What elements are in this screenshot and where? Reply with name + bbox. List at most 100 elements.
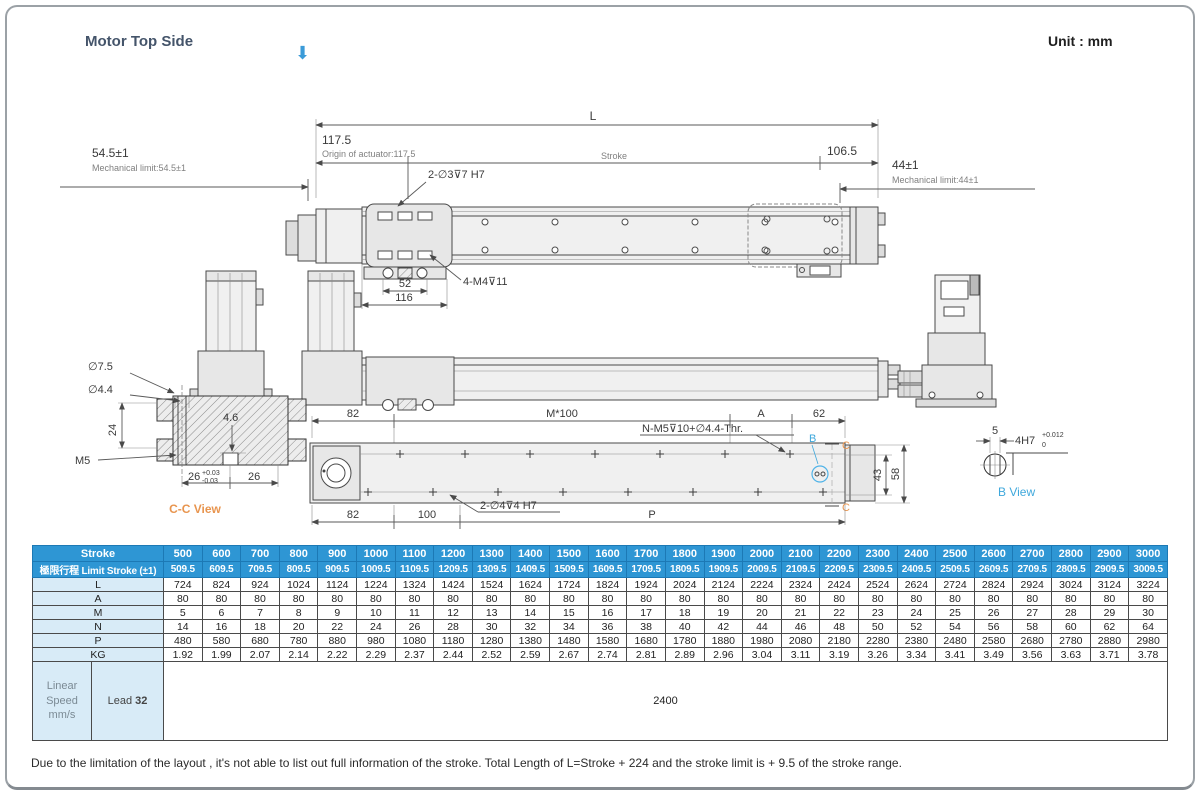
- limit-stroke-value-cell: 1409.5: [510, 561, 551, 578]
- table-cell: 26: [394, 619, 435, 634]
- limit-stroke-value-cell: 1909.5: [703, 561, 744, 578]
- carriage-side-view: [365, 356, 455, 406]
- cc-section-view: ∅7.5 ∅4.4 24 M5 4.6 26 +0.03 -0.03 26 C-…: [75, 361, 307, 516]
- limit-stroke-value-cell: 609.5: [201, 561, 242, 578]
- table-cell: 25: [935, 605, 975, 620]
- row-label-cell: N: [32, 619, 164, 634]
- table-cell: 20: [278, 619, 319, 634]
- footnote: Due to the limitation of the layout , it…: [31, 756, 902, 770]
- table-cell: 29: [1089, 605, 1130, 620]
- limit-stroke-value-cell: 2309.5: [857, 561, 898, 578]
- table-cell: 2324: [780, 577, 821, 592]
- table-cell: 13: [471, 605, 512, 620]
- motor-right: [897, 274, 997, 408]
- table-cell: 19: [703, 605, 744, 620]
- table-cell: 2180: [819, 633, 859, 648]
- stroke-value-cell: 1700: [626, 545, 666, 562]
- table-cell: 1880: [703, 633, 744, 648]
- stroke-value-cell: 1400: [510, 545, 551, 562]
- stroke-value-cell: 1100: [394, 545, 435, 562]
- table-cell: 23: [857, 605, 898, 620]
- table-cell: 48: [819, 619, 859, 634]
- table-cell: 22: [819, 605, 859, 620]
- table-cell: 2480: [935, 633, 975, 648]
- row-label-cell: M: [32, 605, 164, 620]
- table-cell: 2724: [935, 577, 975, 592]
- table-cell: 3.78: [1128, 647, 1168, 662]
- table-cell: 1324: [394, 577, 435, 592]
- dim-4h7-label: 4H7: [1015, 435, 1035, 447]
- table-cell: 2.22: [317, 647, 358, 662]
- table-cell: 80: [1128, 591, 1168, 606]
- stroke-value-cell: 1600: [587, 545, 628, 562]
- table-cell: 3.56: [1012, 647, 1053, 662]
- stroke-value-cell: 2800: [1051, 545, 1091, 562]
- table-cell: 80: [278, 591, 319, 606]
- mech-limit-left-value: 54.5±1: [92, 146, 129, 160]
- table-cell: 780: [278, 633, 319, 648]
- table-cell: 3.71: [1089, 647, 1130, 662]
- limit-stroke-value-cell: 709.5: [240, 561, 280, 578]
- limit-stroke-value-cell: 509.5: [163, 561, 203, 578]
- lead-value: 32: [135, 695, 148, 707]
- table-cell: 62: [1089, 619, 1130, 634]
- table-cell: 3.11: [780, 647, 821, 662]
- table-cell: 24: [356, 619, 396, 634]
- pin-hole-callout: 2-∅3⊽7 H7: [428, 169, 485, 181]
- table-cell: 42: [703, 619, 744, 634]
- dim-100-label: 100: [418, 509, 436, 521]
- table-cell: 2.81: [626, 647, 666, 662]
- speed-value-cell: 2400: [163, 661, 1168, 741]
- limit-stroke-value-cell: 2109.5: [780, 561, 821, 578]
- table-cell: 2080: [780, 633, 821, 648]
- thread-callout-bottom: N-M5⊽10+∅4.4-Thr.: [642, 423, 743, 435]
- dim-43-label: 43: [872, 469, 884, 481]
- table-cell: 580: [201, 633, 242, 648]
- dia-7-5-label: ∅7.5: [88, 361, 113, 373]
- table-cell: 1080: [394, 633, 435, 648]
- limit-stroke-value-cell: 2909.5: [1089, 561, 1130, 578]
- limit-stroke-value-cell: 1209.5: [433, 561, 473, 578]
- stroke-value-cell: 2300: [857, 545, 898, 562]
- table-cell: 1224: [356, 577, 396, 592]
- table-cell: 1580: [587, 633, 628, 648]
- table-cell: 8: [278, 605, 319, 620]
- m5-label: M5: [75, 455, 90, 467]
- table-cell: 3224: [1128, 577, 1168, 592]
- table-cell: 3.19: [819, 647, 859, 662]
- table-cell: 80: [1051, 591, 1091, 606]
- table-cell: 80: [549, 591, 589, 606]
- table-cell: 2124: [703, 577, 744, 592]
- table-cell: 1380: [510, 633, 551, 648]
- table-cell: 27: [1012, 605, 1053, 620]
- table-cell: 80: [356, 591, 396, 606]
- stroke-value-cell: 2200: [819, 545, 859, 562]
- table-cell: 80: [433, 591, 473, 606]
- table-cell: 14: [163, 619, 203, 634]
- limit-stroke-value-cell: 1109.5: [394, 561, 435, 578]
- table-cell: 3124: [1089, 577, 1130, 592]
- table-cell: 2380: [896, 633, 937, 648]
- stroke-value-cell: 2900: [1089, 545, 1130, 562]
- table-cell: 2.52: [471, 647, 512, 662]
- dim-117-label: 117.5: [322, 133, 351, 147]
- c-section-label-bottom: C: [842, 502, 850, 514]
- stroke-value-cell: 1500: [549, 545, 589, 562]
- table-cell: 40: [664, 619, 705, 634]
- dim-4h7-tol-lower: 0: [1042, 442, 1046, 449]
- dim-5-label: 5: [992, 425, 998, 437]
- table-cell: 46: [780, 619, 821, 634]
- table-cell: 3.34: [896, 647, 937, 662]
- table-cell: 6: [201, 605, 242, 620]
- lead-label: Lead: [107, 695, 133, 707]
- table-cell: 44: [742, 619, 782, 634]
- table-cell: 80: [703, 591, 744, 606]
- table-cell: 980: [356, 633, 396, 648]
- b-view: 5 4H7 +0.012 0 B View: [976, 425, 1068, 499]
- table-cell: 22: [317, 619, 358, 634]
- table-cell: 2224: [742, 577, 782, 592]
